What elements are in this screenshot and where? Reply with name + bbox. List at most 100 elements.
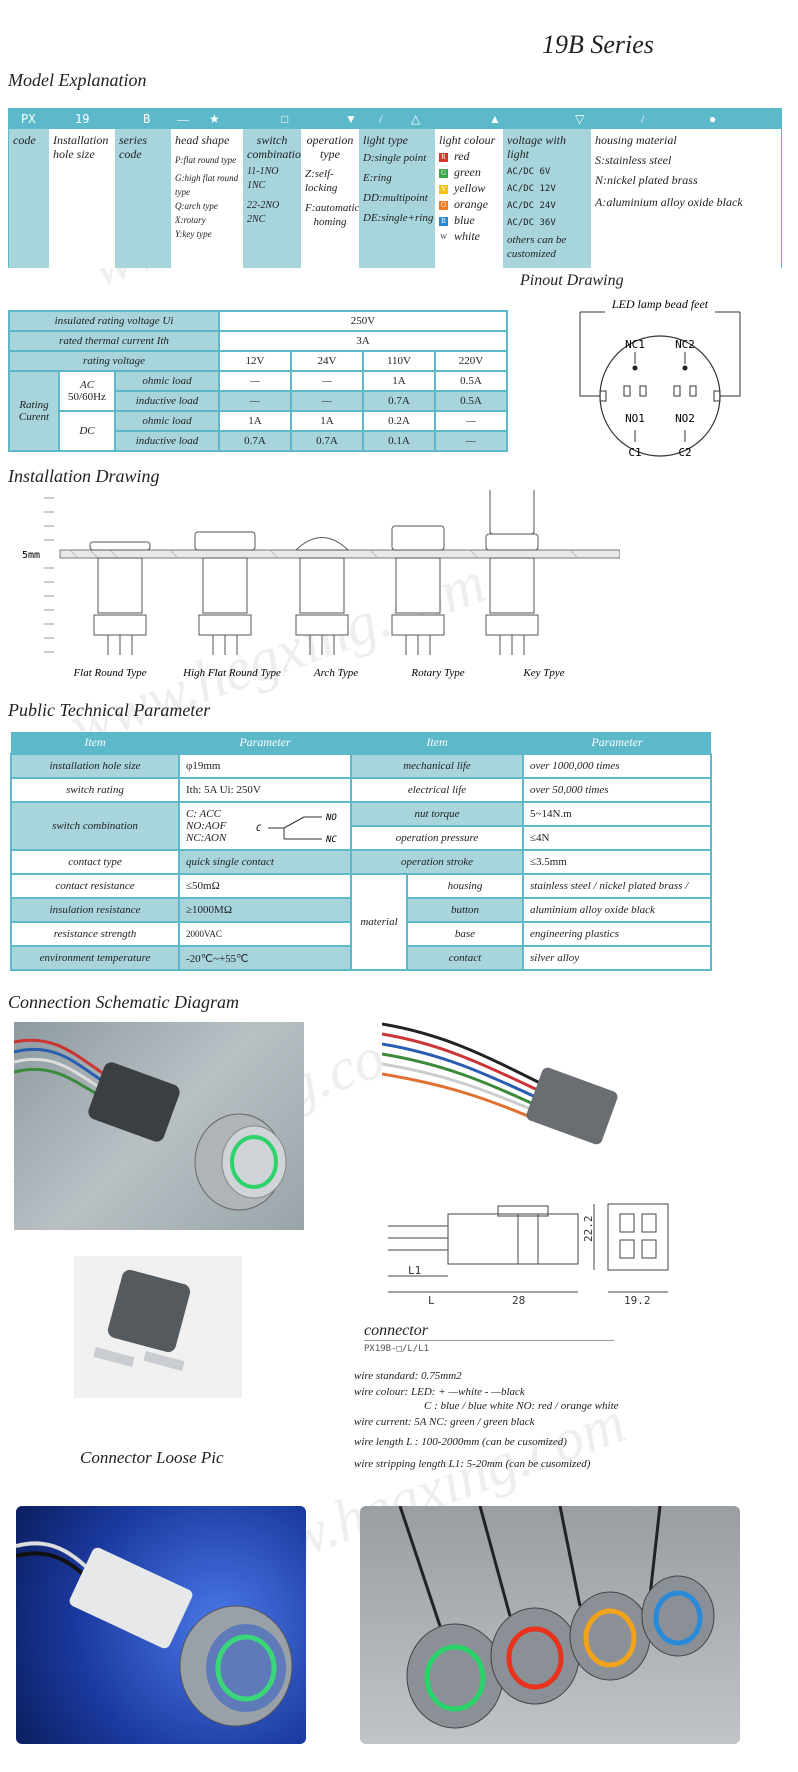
- pin-nc2: NC2: [675, 338, 695, 351]
- install-label-high-flat: High Flat Round Type: [182, 667, 281, 679]
- insulated-value: 250V: [218, 310, 508, 332]
- model-header-cell: 19: [75, 112, 90, 126]
- install-mm-label: 5mm: [22, 550, 40, 561]
- param-value-switch-combination: C: ACC NO:AOF NC:AON C NO NC: [178, 801, 352, 851]
- material-value: silver alloy: [522, 945, 712, 971]
- head-shape-item: G:high flat round type: [175, 173, 239, 197]
- rating-cell: 1A: [362, 370, 436, 392]
- model-col-housing: housing material S:stainless steel N:nic…: [591, 129, 781, 268]
- ohmic-label: ohmic load: [114, 410, 220, 432]
- model-explanation-table: PX 19 B — ★ □ ▼ / △ ▲ ▽ / ● code Install…: [8, 108, 782, 268]
- rating-cell: —: [290, 370, 364, 392]
- switch-diagram-no: NO: [325, 813, 337, 823]
- voltage-col: 110V: [362, 350, 436, 372]
- model-col-head-shape: head shape P:flat round type G:high flat…: [171, 129, 243, 268]
- photo-switch-connector: [14, 1022, 304, 1230]
- model-col-switch-combination: switch combination 11-1NO 1NC 22-2NO 2NC: [243, 129, 307, 268]
- dc-label: DC: [58, 410, 116, 452]
- model-header-cell: ★: [209, 112, 220, 126]
- housing-item: A:aluminium alloy oxide black: [595, 195, 743, 209]
- model-header-row: PX 19 B — ★ □ ▼ / △ ▲ ▽ / ●: [9, 109, 781, 129]
- param-value: -20℃~+55℃: [178, 945, 352, 971]
- head-shape-item: X:rotary: [175, 215, 206, 225]
- rating-table: insulated rating voltage Ui 250V rated t…: [8, 310, 508, 452]
- connector-line: wire standard: 0.75mm2: [354, 1370, 462, 1382]
- param-header: Parameter: [179, 732, 351, 754]
- rating-voltage-label: rating voltage: [8, 350, 220, 372]
- material-value: engineering plastics: [522, 921, 712, 947]
- light-type-item: DD:multipoint: [363, 192, 428, 204]
- param-item: contact type: [10, 849, 180, 875]
- model-header-cell: ▲: [489, 112, 501, 126]
- model-header-cell: —: [177, 112, 189, 126]
- install-label-key: Key Tpye: [522, 667, 564, 679]
- rating-cell: 1A: [218, 410, 292, 432]
- head-shape-title: head shape: [175, 133, 230, 147]
- switch-combination-title: switch combination: [247, 133, 307, 161]
- colour-name: yellow: [454, 181, 486, 195]
- param-item: operation pressure: [350, 825, 524, 851]
- colour-name: green: [454, 165, 481, 179]
- param-item: contact resistance: [10, 873, 180, 899]
- model-col-light-type: light type D:single point E:ring DD:mult…: [359, 129, 435, 268]
- param-item: installation hole size: [10, 753, 180, 779]
- pin-no1: NO1: [625, 412, 645, 425]
- pin-no2: NO2: [675, 412, 695, 425]
- model-header-cell: ▽: [575, 112, 585, 126]
- pin-nc1: NC1: [625, 338, 645, 351]
- param-value: φ19mm: [178, 753, 352, 779]
- pinout-drawing: LED lamp bead feet NC1 NC2 NO1 NO2 C1 C2: [579, 297, 741, 459]
- param-value: ≥1000MΩ: [178, 897, 352, 923]
- switch-diagram-c: C: [256, 824, 262, 834]
- section-title-connection: Connection Schematic Diagram: [8, 992, 239, 1012]
- model-col-code: code: [9, 129, 49, 268]
- head-shape-item: Y:key type: [175, 229, 212, 239]
- connector-line: wire colour: LED: + —white - —black: [354, 1386, 525, 1398]
- connector-code: PX19B-□/L/L1: [364, 1344, 430, 1354]
- light-type-item: D:single point: [363, 152, 427, 164]
- param-item: operation stroke: [350, 849, 524, 875]
- model-header-cell: □: [281, 112, 289, 126]
- model-col-series: series code: [115, 129, 171, 268]
- model-code-label: code: [13, 133, 36, 147]
- model-col-operation: operation type Z:self-locking F:automati…: [301, 129, 359, 268]
- rating-cell: —: [434, 410, 508, 432]
- switch-combination-line: C: ACC: [186, 808, 221, 820]
- param-header: Parameter: [523, 732, 711, 754]
- light-type-item: DE:single+ring: [363, 212, 434, 224]
- model-header-cell: △: [411, 112, 421, 126]
- model-col-voltage: voltage with light AC/DC 6V AC/DC 12V AC…: [503, 129, 591, 268]
- ac-text: AC: [79, 379, 95, 391]
- model-header-cell: /: [379, 112, 383, 126]
- param-value: ≤4N: [522, 825, 712, 851]
- colour-swatch: R: [439, 152, 448, 162]
- rating-cell: 0.2A: [362, 410, 436, 432]
- material-item: housing: [406, 873, 524, 899]
- switch-combination-item: 11-1NO 1NC: [247, 166, 279, 191]
- colour-name: orange: [454, 197, 488, 211]
- dim-22-2: 22.2: [582, 1216, 595, 1243]
- thermal-value: 3A: [218, 330, 508, 352]
- param-item: mechanical life: [350, 753, 524, 779]
- section-title-public: Public Technical Parameter: [8, 700, 211, 720]
- param-value: Ith: 5A Ui: 250V: [178, 777, 352, 803]
- section-title-installation: Installation Drawing: [8, 466, 160, 486]
- model-header-cell: PX: [21, 112, 36, 126]
- model-header-cell: B: [143, 112, 151, 126]
- rating-cell: 0.5A: [434, 390, 508, 412]
- switch-diagram-nc: NC: [325, 835, 337, 845]
- material-item: base: [406, 921, 524, 947]
- pin-c2: C2: [678, 446, 691, 459]
- pin-c1: C1: [628, 446, 641, 459]
- rating-cell: —: [434, 430, 508, 452]
- rating-cell: —: [218, 390, 292, 412]
- inductive-label: inductive load: [114, 390, 220, 412]
- param-value: 5~14N.m: [522, 801, 712, 827]
- material-label: material: [350, 873, 408, 971]
- public-parameter-table: Item Parameter Item Parameter installati…: [10, 732, 712, 971]
